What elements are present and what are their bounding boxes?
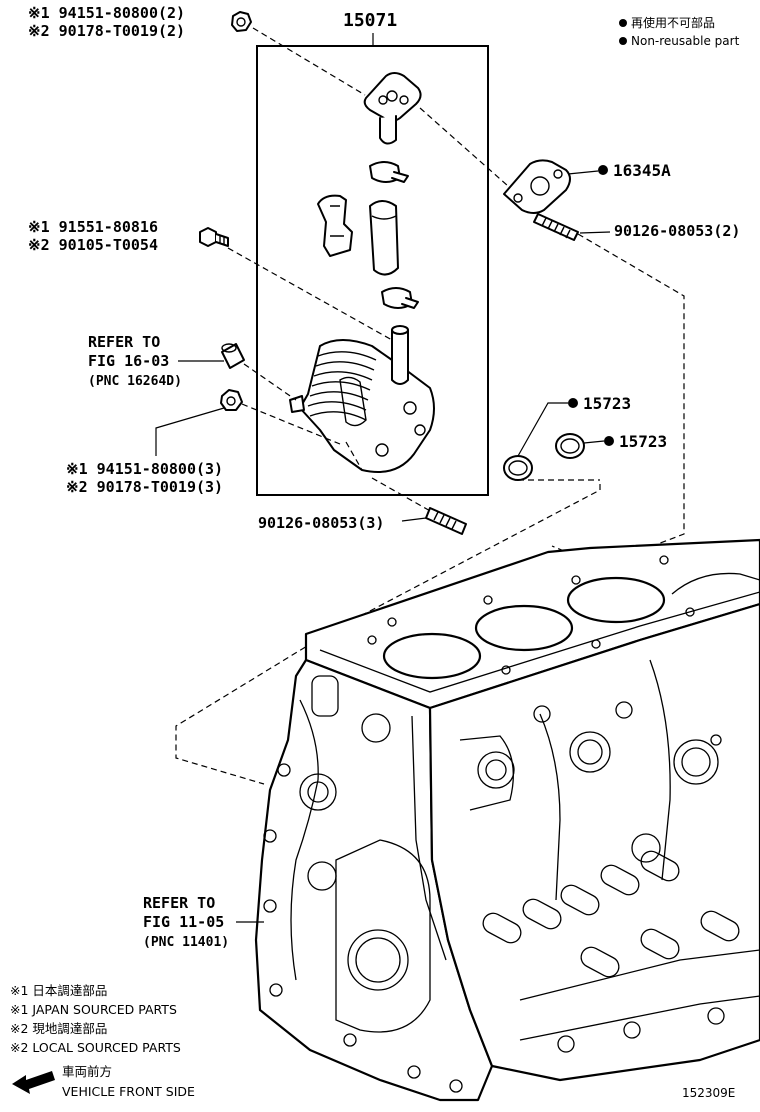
- ref-fig16-line2[interactable]: FIG 16-03: [88, 352, 169, 370]
- callout-nut-low-1[interactable]: ※1 94151-80800(3): [66, 460, 223, 478]
- callout-nut-low-2[interactable]: ※2 90178-T0019(3): [66, 478, 223, 496]
- leader-stud-low: [401, 517, 427, 522]
- legend-non-reusable-en: Non-reusable part: [631, 34, 740, 48]
- bolt-part: [199, 227, 229, 247]
- non-reusable-dot-icon: [568, 398, 578, 408]
- ref-fig16-line1: REFER TO: [88, 333, 160, 351]
- leader-oring-a: [517, 402, 568, 457]
- hose-clamp-upper: [369, 161, 409, 183]
- oring-part-b: [555, 433, 585, 459]
- leader-stud-top: [579, 231, 611, 234]
- ref-fig11-line2[interactable]: FIG 11-05: [143, 913, 224, 931]
- ref-fig11-line3: (PNC 11401): [143, 935, 229, 950]
- assembly-label[interactable]: 15071: [343, 10, 397, 31]
- legend: 再使用不可部品 Non-reusable part: [619, 15, 740, 48]
- callout-oring-b[interactable]: 15723: [619, 432, 667, 451]
- hose-fitting-flange: [363, 72, 422, 145]
- leader-oring-b: [583, 440, 605, 444]
- front-label-en: VEHICLE FRONT SIDE: [62, 1084, 195, 1099]
- front-arrow-icon: [12, 1071, 55, 1094]
- cylinder-block: [254, 538, 760, 1102]
- callout-nut-top-2[interactable]: ※2 90178-T0019(2): [28, 22, 185, 40]
- callout-bolt-2[interactable]: ※2 90105-T0054: [28, 236, 158, 254]
- note-local-en: ※2 LOCAL SOURCED PARTS: [10, 1040, 181, 1055]
- pipe-part: [221, 343, 245, 369]
- oring-part-a: [503, 455, 533, 481]
- gasket-part: [503, 159, 571, 214]
- note-local-jp: ※2 現地調達部品: [10, 1021, 107, 1036]
- nut-low-part: [220, 389, 243, 411]
- non-reusable-dot-icon: [619, 37, 627, 45]
- dash-to-block: [175, 484, 601, 785]
- dash-pipe: [243, 363, 297, 401]
- leader-gasket: [567, 170, 599, 175]
- non-reusable-dot-icon: [598, 165, 608, 175]
- non-reusable-dot-icon: [619, 19, 627, 27]
- leader-nut-low: [155, 407, 225, 456]
- ref-fig16-line3: (PNC 16264D): [88, 374, 182, 389]
- hose-clamp-lower: [381, 287, 419, 309]
- note-japan-jp: ※1 日本調達部品: [10, 983, 107, 998]
- dash-gasket: [419, 107, 509, 187]
- dash-stud-to-block: [551, 233, 685, 567]
- figure-id: 152309E: [682, 1086, 735, 1100]
- callout-gasket-16345a[interactable]: 16345A: [613, 161, 671, 180]
- dash-cooler-nut: [345, 441, 363, 471]
- front-label-jp: 車両前方: [62, 1064, 112, 1079]
- dash-nut-top: [252, 27, 366, 96]
- callout-bolt-1[interactable]: ※1 91551-80816: [28, 218, 158, 236]
- legend-non-reusable-jp: 再使用不可部品: [631, 15, 715, 30]
- non-reusable-dot-icon: [604, 436, 614, 446]
- nut-top-part: [231, 11, 252, 32]
- water-hose: [369, 200, 399, 276]
- callout-stud-low[interactable]: 90126-08053(3): [258, 514, 384, 532]
- stud-top-part: [533, 213, 579, 241]
- ref-fig11-line1: REFER TO: [143, 894, 215, 912]
- callout-nut-top-1[interactable]: ※1 94151-80800(2): [28, 4, 185, 22]
- dash-nut-low: [241, 403, 341, 445]
- note-japan-en: ※1 JAPAN SOURCED PARTS: [10, 1002, 177, 1017]
- oil-cooler: [289, 325, 435, 473]
- stud-low-part: [425, 507, 467, 535]
- assembly-frame: [256, 45, 489, 496]
- heat-shield-bracket: [317, 194, 353, 257]
- callout-oring-a[interactable]: 15723: [583, 394, 631, 413]
- callout-stud-top[interactable]: 90126-08053(2): [614, 222, 740, 240]
- dash-bolt: [227, 247, 393, 341]
- dash-stud-low: [371, 477, 433, 513]
